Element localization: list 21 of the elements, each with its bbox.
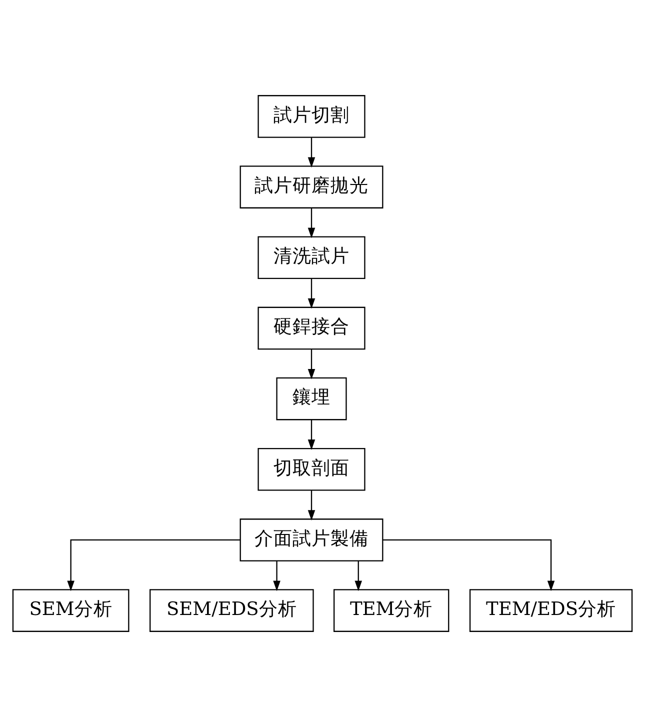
arrow bbox=[308, 348, 316, 379]
arrow bbox=[308, 419, 316, 450]
node-box: TEM/EDS分析 bbox=[469, 588, 633, 632]
node-box: 鑲埋 bbox=[276, 376, 347, 420]
arrow bbox=[382, 538, 555, 591]
node-box: 硬銲接合 bbox=[258, 306, 366, 350]
arrow bbox=[308, 490, 316, 520]
node-box: 試片研磨拋光 bbox=[240, 165, 384, 208]
node-box: TEM分析 bbox=[334, 588, 450, 632]
node-box: 介面試片製備 bbox=[240, 518, 384, 561]
arrow bbox=[273, 560, 280, 591]
arrow bbox=[354, 560, 362, 591]
arrow bbox=[67, 538, 240, 591]
node-box: SEM分析 bbox=[12, 588, 130, 632]
node-box: 清洗試片 bbox=[258, 236, 366, 279]
arrow bbox=[308, 278, 316, 308]
arrow bbox=[308, 137, 316, 168]
node-box: 試片切割 bbox=[258, 94, 366, 138]
node-box: SEM/EDS分析 bbox=[150, 588, 314, 632]
node-box: 切取剖面 bbox=[258, 447, 366, 490]
arrow bbox=[308, 208, 316, 238]
